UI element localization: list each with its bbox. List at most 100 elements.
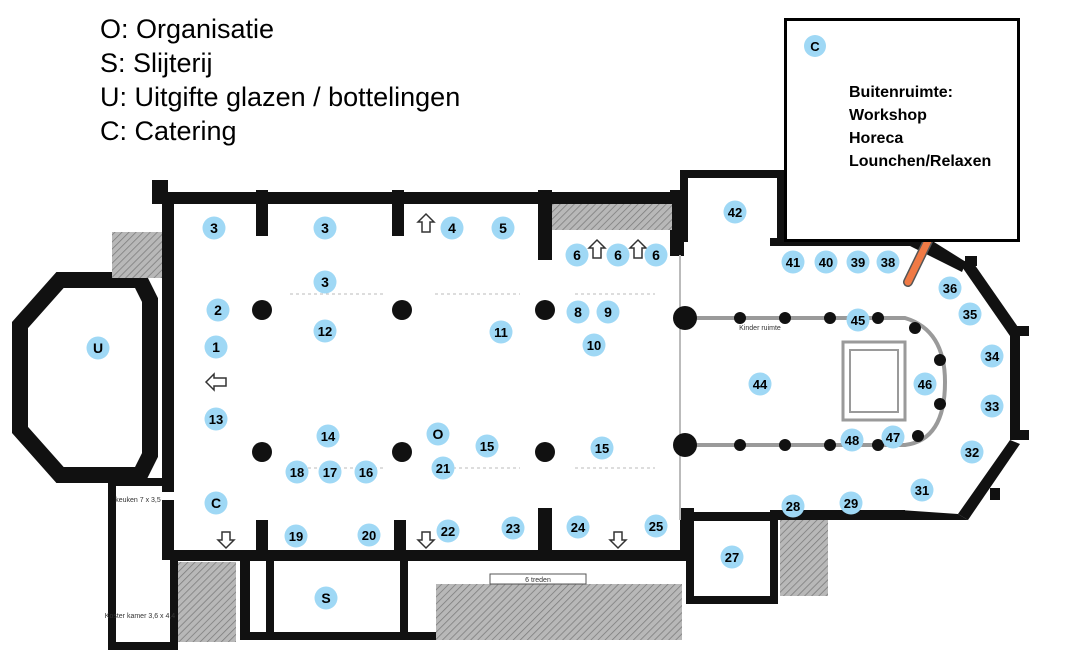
marker-circle-47 bbox=[881, 425, 905, 449]
marker-circle-1 bbox=[204, 335, 228, 359]
marker-label-9: 9 bbox=[604, 304, 612, 320]
marker-circle-24 bbox=[566, 515, 590, 539]
marker-circle-19 bbox=[284, 524, 308, 548]
outdoor-area-text: Buitenruimte: Workshop Horeca Lounchen/R… bbox=[849, 81, 991, 173]
marker-circle-5 bbox=[491, 216, 515, 240]
marker-label-6: 6 bbox=[614, 247, 622, 263]
marker-circle-2 bbox=[206, 298, 230, 322]
marker-label-44: 44 bbox=[753, 377, 768, 392]
marker-circle-6 bbox=[606, 243, 630, 267]
room-label-koster: Koster kamer 3,6 x 4,4 bbox=[105, 613, 176, 620]
outdoor-item-relaxen: Lounchen/Relaxen bbox=[849, 153, 992, 170]
marker-label-28: 28 bbox=[786, 499, 800, 514]
marker-circle-46 bbox=[913, 372, 937, 396]
marker-label-2: 2 bbox=[214, 302, 222, 318]
room-label-kinder: Kinder ruimte bbox=[739, 325, 781, 332]
marker-circle-3 bbox=[202, 216, 226, 240]
marker-label-17: 17 bbox=[323, 465, 337, 480]
marker-circle-29 bbox=[839, 491, 863, 515]
marker-circle-35 bbox=[958, 302, 982, 326]
marker-circle-36 bbox=[938, 276, 962, 300]
marker-circle-6 bbox=[565, 243, 589, 267]
marker-circle-42 bbox=[723, 200, 747, 224]
marker-label-C: C bbox=[211, 495, 221, 511]
marker-label-48: 48 bbox=[845, 433, 859, 448]
marker-circle-8 bbox=[566, 300, 590, 324]
marker-circle-4 bbox=[440, 216, 464, 240]
marker-label-25: 25 bbox=[649, 519, 663, 534]
door-arrows bbox=[204, 212, 648, 550]
marker-label-12: 12 bbox=[318, 324, 332, 339]
marker-label-3: 3 bbox=[321, 220, 329, 236]
marker-label-34: 34 bbox=[985, 349, 1000, 364]
marker-circle-45 bbox=[846, 308, 870, 332]
marker-circle-C bbox=[204, 491, 228, 515]
marker-label-21: 21 bbox=[436, 461, 450, 476]
marker-label-42: 42 bbox=[728, 205, 742, 220]
marker-label-15: 15 bbox=[480, 439, 494, 454]
marker-label-31: 31 bbox=[915, 483, 929, 498]
marker-circle-U bbox=[86, 336, 110, 360]
choir-outline bbox=[679, 255, 948, 520]
marker-label-40: 40 bbox=[819, 255, 833, 270]
marker-label-20: 20 bbox=[362, 528, 376, 543]
marker-label-6: 6 bbox=[573, 247, 581, 263]
marker-circle-41 bbox=[781, 250, 805, 274]
marker-circle-O bbox=[426, 422, 450, 446]
marker-circle-25 bbox=[644, 514, 668, 538]
marker-circle-32 bbox=[960, 440, 984, 464]
marker-circle-13 bbox=[204, 407, 228, 431]
plan-small-labels: 6 treden keuken 7 x 3,5 Koster kamer 3,6… bbox=[105, 325, 781, 620]
marker-label-5: 5 bbox=[499, 220, 507, 236]
marker-circle-18 bbox=[285, 460, 309, 484]
walls bbox=[12, 170, 1029, 650]
marker-circle-38 bbox=[876, 250, 900, 274]
marker-label-27: 27 bbox=[725, 550, 739, 565]
marker-circle-40 bbox=[814, 250, 838, 274]
marker-circle-16 bbox=[354, 460, 378, 484]
legend: O: Organisatie S: Slijterij U: Uitgifte … bbox=[100, 12, 460, 148]
legend-slijterij: S: Slijterij bbox=[100, 48, 213, 78]
marker-label-15: 15 bbox=[595, 441, 609, 456]
marker-label-47: 47 bbox=[886, 430, 900, 445]
columns bbox=[252, 300, 946, 462]
marker-label-8: 8 bbox=[574, 304, 582, 320]
marker-circle-9 bbox=[596, 300, 620, 324]
marker-label-16: 16 bbox=[359, 465, 373, 480]
marker-circle-21 bbox=[431, 456, 455, 480]
legend-uitgifte: U: Uitgifte glazen / bottelingen bbox=[100, 82, 461, 112]
marker-circle-12 bbox=[313, 319, 337, 343]
marker-circle-22 bbox=[436, 519, 460, 543]
marker-circle-27 bbox=[720, 545, 744, 569]
marker-label-3: 3 bbox=[210, 220, 218, 236]
marker-circle-48 bbox=[840, 428, 864, 452]
marker-circle-31 bbox=[910, 478, 934, 502]
marker-circle-14 bbox=[316, 424, 340, 448]
room-label-keuken: keuken 7 x 3,5 bbox=[115, 497, 161, 504]
marker-label-38: 38 bbox=[881, 255, 895, 270]
marker-label-32: 32 bbox=[965, 445, 979, 460]
marker-label-3: 3 bbox=[321, 274, 329, 290]
marker-label-18: 18 bbox=[290, 465, 304, 480]
marker-label-O: O bbox=[433, 426, 444, 442]
outdoor-area-title: Buitenruimte: bbox=[849, 84, 953, 101]
marker-circle-44 bbox=[748, 372, 772, 396]
marker-circle-20 bbox=[357, 523, 381, 547]
marker-label-41: 41 bbox=[786, 255, 800, 270]
marker-label-29: 29 bbox=[844, 496, 858, 511]
marker-label-S: S bbox=[321, 590, 330, 606]
outdoor-item-horeca: Horeca bbox=[849, 130, 904, 147]
marker-label-13: 13 bbox=[209, 412, 223, 427]
marker-circle-S bbox=[314, 586, 338, 610]
marker-label-4: 4 bbox=[448, 220, 456, 236]
marker-circle-6 bbox=[644, 243, 668, 267]
marker-label-33: 33 bbox=[985, 399, 999, 414]
marker-label-36: 36 bbox=[943, 281, 957, 296]
marker-label-14: 14 bbox=[321, 429, 336, 444]
marker-label-19: 19 bbox=[289, 529, 303, 544]
marker-circle-15 bbox=[475, 434, 499, 458]
marker-circle-15 bbox=[590, 436, 614, 460]
marker-label-22: 22 bbox=[441, 524, 455, 539]
